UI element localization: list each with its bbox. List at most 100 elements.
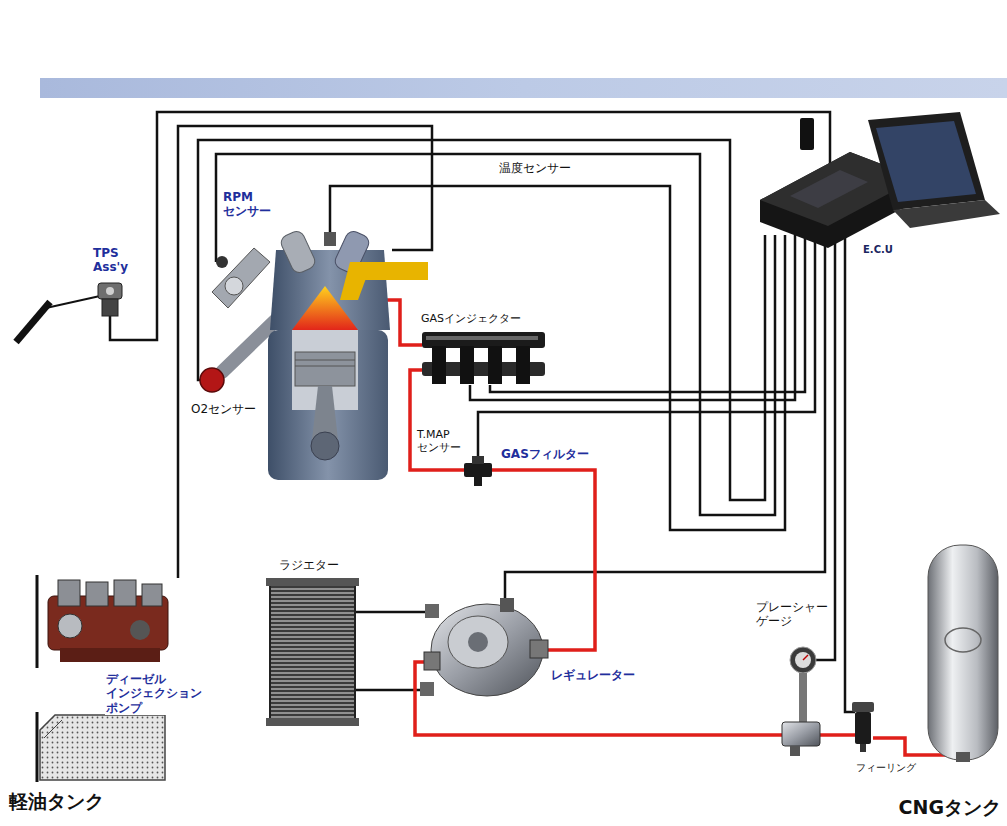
part-label: ラジエター [278,558,340,572]
pressure-gauge-illustration [799,673,807,723]
engine-illustration [324,232,336,246]
part-label: GASフィルター [500,447,590,461]
signal-wires [198,140,765,500]
signal-wires [355,611,432,614]
engine-illustration [340,262,372,300]
engine-illustration [270,250,390,330]
tank-label: 軽油タンク [8,790,105,813]
pressure-gauge-illustration [803,655,808,660]
engine-illustration [311,432,339,460]
gas-injector-illustration [422,332,545,384]
regulator-illustration [448,616,508,668]
filling-valve-illustration [852,702,874,712]
signal-wires [110,112,855,712]
regulator-illustration [420,598,548,696]
cng-tank-illustration [945,628,981,652]
diesel-pump-illustration [130,620,150,640]
accelerator-pedal [16,283,122,342]
signal-wires [110,112,830,340]
regulator-illustration [424,652,440,670]
diesel-tank-illustration [40,715,165,780]
pressure-gauge-illustration [795,652,811,668]
radiator-illustration [266,718,359,726]
gas-filter-illustration [472,456,484,464]
ecu-illustration [790,170,868,208]
gas-injector-illustration [460,346,474,384]
engine-illustration [200,229,428,480]
pressure-gauge-illustration [790,647,816,673]
gas-injector-illustration [516,346,530,384]
engine-illustration [292,286,358,330]
regulator-illustration [530,640,548,658]
diesel-pump-illustration [58,614,82,638]
gas-injector-illustration [432,346,446,384]
gas-lines [410,370,466,470]
signal-wires [478,235,815,462]
part-label: ディーゼル インジェクション ポンプ [105,672,203,715]
filling-valve-illustration [860,744,866,752]
regulator-illustration [500,598,514,612]
radiator-illustration [270,582,355,722]
regulator-illustration [468,632,488,652]
engine-illustration [268,330,388,480]
ecu-label: E.C.U [862,244,894,256]
gas-injector-illustration [426,336,538,340]
filling-valve-illustration [855,712,871,744]
pressure-gauge-illustration [782,722,820,746]
header-band [40,78,1007,98]
accelerator-pedal [106,287,114,295]
gas-lines [385,300,422,345]
gas-lines [385,300,963,755]
diesel-pump-illustration [114,580,136,606]
gas-filter-illustration [464,456,492,486]
cng-tank-illustration [956,752,970,762]
diesel-pump-illustration [86,582,108,606]
signal-wires [816,235,835,660]
cng-tank-illustration [928,545,998,760]
part-label: GASインジェクター [420,312,522,325]
signal-wires [330,186,785,530]
engine-illustration [216,256,228,268]
signal-wires [845,235,855,712]
ecu-illustration [800,118,814,150]
laptop-illustration [876,121,976,202]
gas-lines [820,733,855,737]
gas-filter-illustration [474,476,482,486]
regulator-illustration [420,682,434,696]
part-label: フィーリング [855,762,917,774]
engine-illustration [212,248,270,308]
diesel-tank-illustration [40,715,165,780]
sensor-label: T.MAP センサー [416,428,462,454]
laptop-illustration [868,112,1000,228]
part-label: TPS Ass'y [92,246,129,275]
accelerator-pedal [98,283,122,299]
cng-tank-illustration [928,545,998,762]
sensor-label: RPM センサー [222,190,272,219]
accelerator-pedal [16,302,50,342]
engine-illustration [279,229,318,275]
bracket-line [36,575,39,668]
part-label: プレーシャー ゲージ [755,600,829,629]
diesel-tank-illustration [44,720,62,738]
diesel-pump-illustration [60,648,160,662]
tank-label: CNGタンク [898,796,1002,819]
gas-injector-illustration [488,346,502,384]
diesel-pump-illustration [58,580,80,606]
diesel-pump-illustration [48,580,168,662]
engine-illustration [295,360,355,361]
engine-illustration [200,368,224,392]
pressure-gauge-illustration [782,647,820,756]
signal-wires [216,154,775,515]
engine-illustration [225,277,243,295]
signal-wires [505,235,825,598]
accelerator-pedal [102,299,118,316]
engine-illustration [295,366,355,367]
accelerator-pedal [46,296,100,308]
gas-filter-illustration [464,463,492,477]
gas-injector-illustration [422,332,545,348]
diesel-pump-illustration [142,584,162,606]
sensor-label: 温度センサー [498,161,572,175]
part-label: レギュレーター [550,668,636,682]
